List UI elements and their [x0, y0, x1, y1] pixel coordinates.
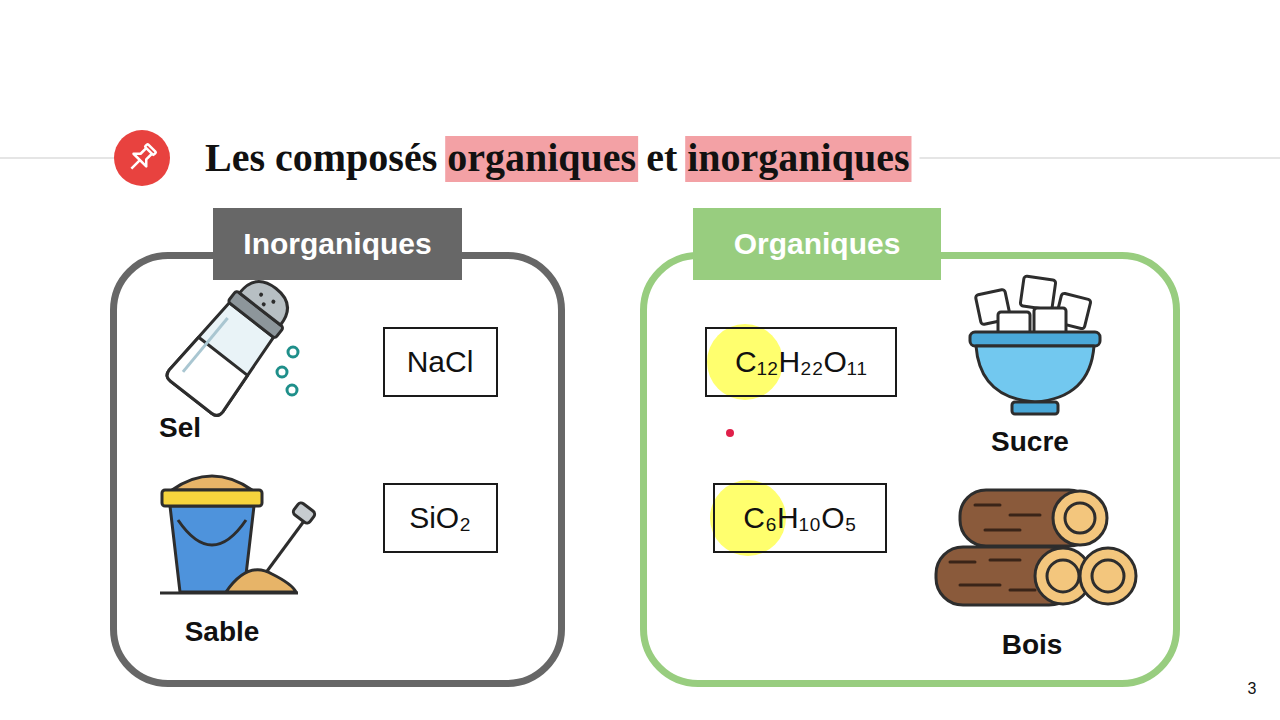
divider-line	[0, 157, 114, 159]
page-number: 3	[1248, 680, 1257, 698]
formula-text: C₆H₁₀O₅	[743, 501, 856, 535]
group-tab: Inorganiques	[213, 208, 462, 280]
group-box: InorganiquesNaClSiO₂	[110, 252, 565, 687]
wood-grain	[950, 561, 975, 564]
formula-text: SiO₂	[409, 501, 471, 535]
divider-line	[920, 157, 1280, 159]
formula-box: NaCl	[383, 327, 498, 397]
sand-bucket-icon	[160, 476, 316, 593]
group-heading: Organiques	[734, 227, 901, 261]
formula-box: C₁₂H₂₂O₁₁	[705, 327, 897, 397]
sugar-bowl-icon	[970, 276, 1100, 414]
formula-text: NaCl	[407, 345, 474, 379]
wood-grain	[990, 559, 1020, 562]
formula-box: SiO₂	[383, 483, 498, 553]
logs-icon	[936, 490, 1136, 605]
item-label: Sucre	[991, 426, 1069, 458]
pin-icon	[114, 130, 170, 186]
salt-shaker-icon	[164, 268, 303, 419]
wood-grain	[1010, 589, 1035, 592]
wood-grain	[1010, 514, 1040, 517]
group-heading: Inorganiques	[243, 227, 431, 261]
formula-box: C₆H₁₀O₅	[713, 483, 887, 553]
item-label: Bois	[1002, 629, 1063, 661]
wood-grain	[960, 584, 1000, 587]
item-label: Sel	[159, 412, 201, 444]
formula-text: C₁₂H₂₂O₁₁	[735, 345, 867, 379]
group-tab: Organiques	[693, 208, 941, 280]
wood-grain	[985, 529, 1020, 532]
item-label: Sable	[185, 616, 260, 648]
wood-grain	[975, 504, 1000, 507]
group-box: OrganiquesC₁₂H₂₂O₁₁C₆H₁₀O₅	[640, 252, 1180, 687]
pointer-dot	[726, 429, 734, 437]
slide-title: Les composés organiques et inorganiques	[205, 134, 910, 182]
